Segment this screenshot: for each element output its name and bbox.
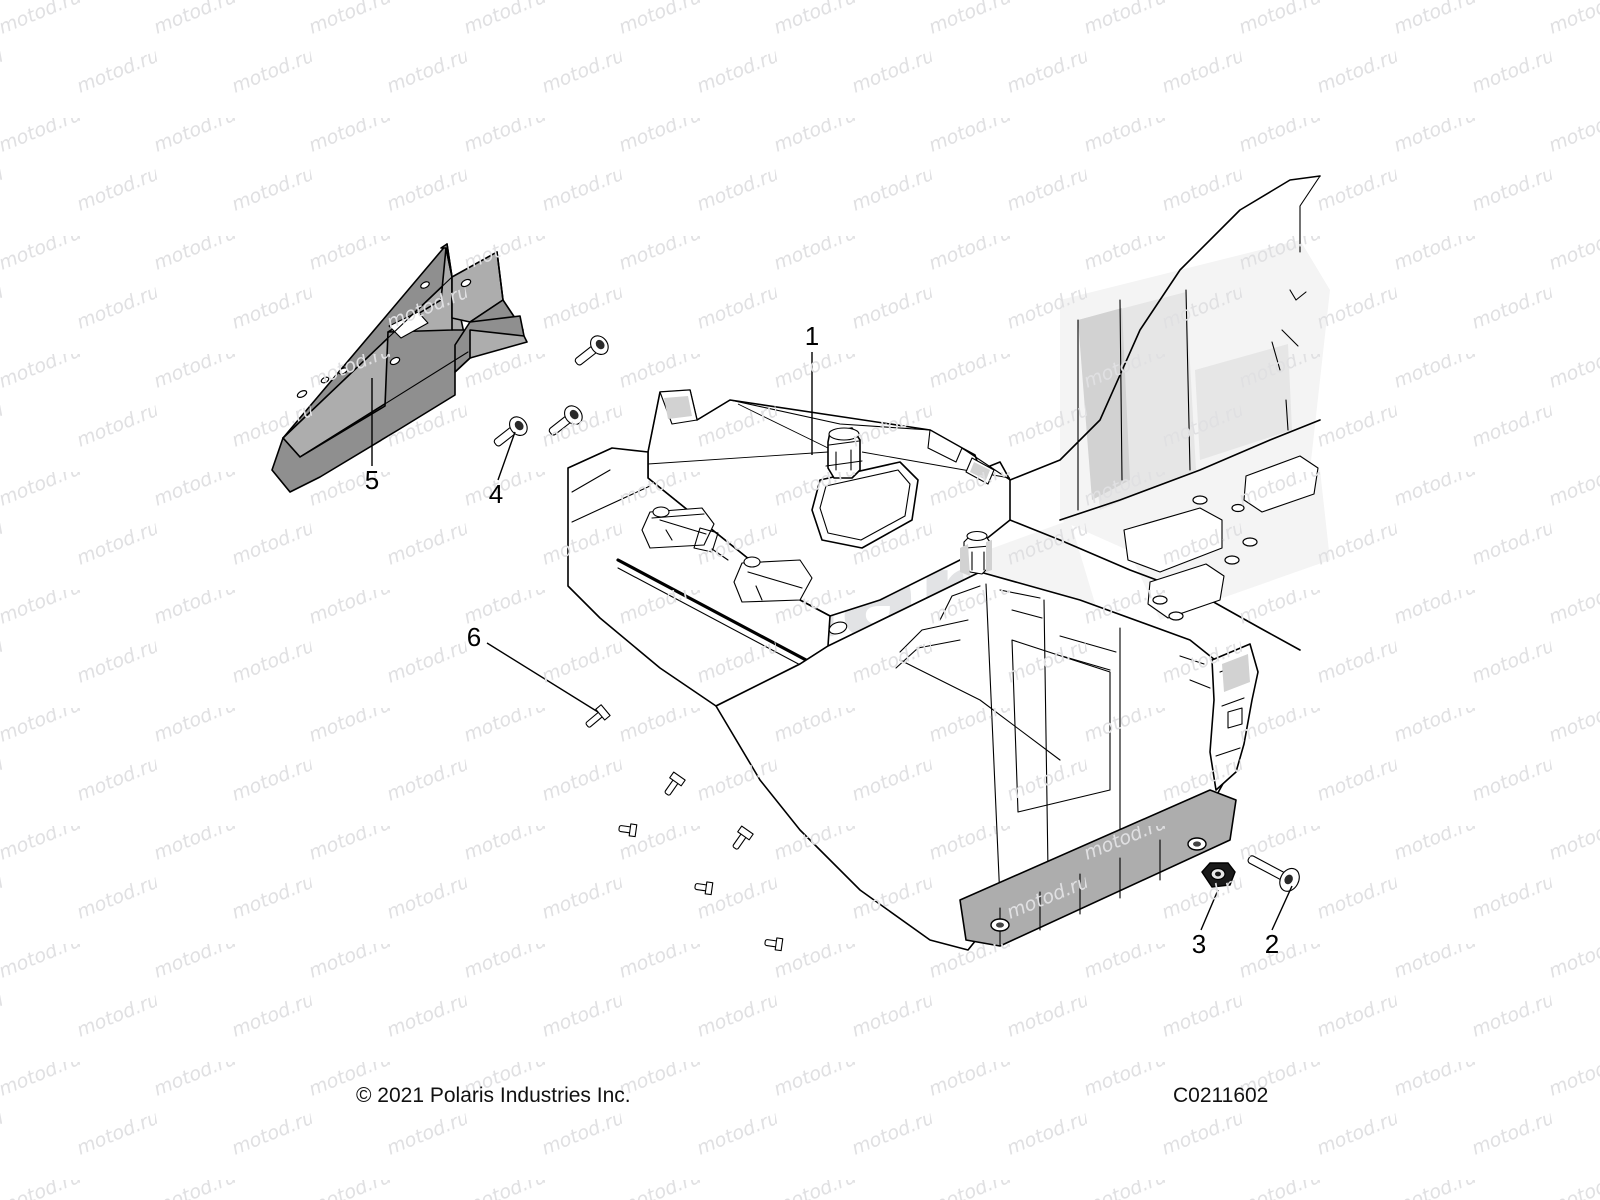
diagram-code: C0211602: [1173, 1084, 1269, 1107]
callout-1: 1: [804, 321, 820, 351]
callout-4: 4: [488, 479, 504, 509]
callout-3: 3: [1191, 929, 1207, 959]
leader-3: [1200, 889, 1219, 931]
copyright-notice: © 2021 Polaris Industries Inc.: [356, 1084, 631, 1107]
callout-6: 6: [466, 622, 482, 652]
part-5-splash-shield-bracket: [271, 243, 528, 493]
main-console-assembly: [567, 175, 1330, 951]
leader-2: [1271, 885, 1293, 931]
part-3-nut: [1201, 862, 1236, 888]
part-2-screw: [1247, 855, 1300, 892]
callout-5: 5: [364, 465, 380, 495]
callout-2: 2: [1264, 929, 1280, 959]
leader-6: [486, 642, 599, 713]
